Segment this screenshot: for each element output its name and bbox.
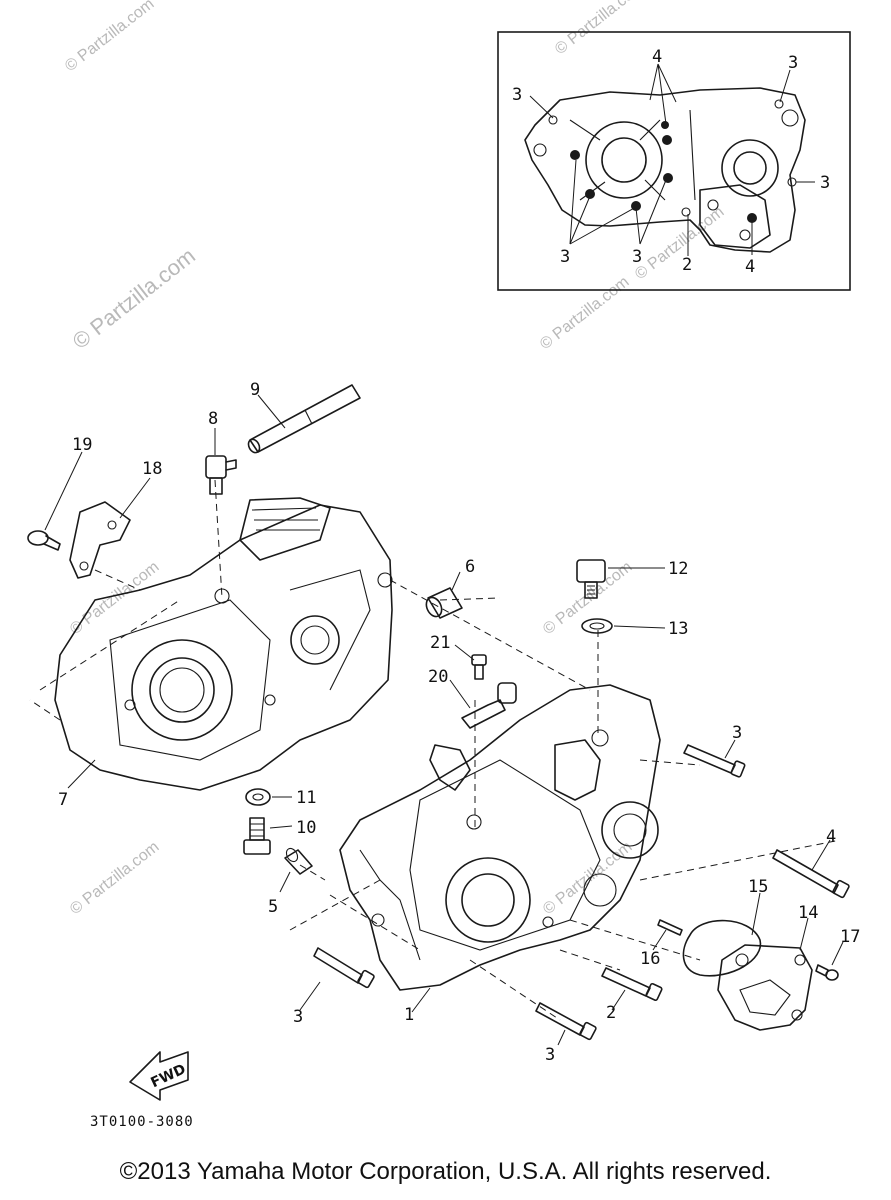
inset-bearing-right: [721, 139, 779, 197]
inset-hole: [781, 109, 799, 127]
part-small-pin: [657, 919, 683, 936]
part-dowel: [284, 847, 313, 875]
inset-callout: 4: [652, 47, 662, 67]
callout: 7: [58, 790, 68, 810]
inset-cover: [699, 184, 771, 249]
inset-bolt: [548, 115, 558, 125]
watermark: © Partzilla.com: [537, 273, 632, 353]
inset-hole: [707, 199, 719, 211]
callout: 6: [465, 557, 475, 577]
inset-callout: 2: [682, 255, 692, 275]
part-small-bolt: [471, 654, 487, 680]
callout: 3: [545, 1045, 555, 1065]
alignment-lines: [29, 479, 841, 1021]
part-bolt-3c: [535, 1002, 597, 1041]
callout: 3: [732, 723, 742, 743]
inset-hole: [533, 143, 547, 157]
callout: 10: [296, 818, 316, 838]
inset-hole: [739, 229, 751, 241]
part-pin: [247, 384, 361, 454]
inset-crankcase: [524, 87, 806, 253]
callout: 8: [208, 409, 218, 429]
inset-bolt: [585, 189, 595, 199]
inset-diagram: 4 3 3 3 3 3 2 4: [497, 31, 851, 291]
callout: 19: [72, 435, 92, 455]
main-diagram: FWD 9 8 19 18 6 12 13 21 20 3 7 11 10 5 …: [27, 380, 860, 1101]
callout: 14: [798, 903, 818, 923]
inset-leaders: [529, 63, 815, 256]
callout: 18: [142, 459, 162, 479]
inset-bolt: [570, 150, 580, 160]
part-screw: [27, 530, 61, 551]
part-cover: [717, 944, 813, 1031]
part-o-ring: [682, 919, 762, 977]
part-sensor: [205, 455, 237, 495]
inset-bolt: [661, 121, 669, 129]
inset-callout: 3: [560, 247, 570, 267]
watermark: © Partzilla.com: [552, 0, 647, 58]
watermark: © Partzilla.com: [67, 838, 162, 918]
part-gasket: [245, 788, 271, 806]
callout: 17: [840, 927, 860, 947]
fwd-arrow-icon: FWD: [129, 1051, 189, 1101]
callout: 1: [404, 1005, 414, 1025]
inset-bolt: [747, 213, 757, 223]
callout: 4: [826, 827, 836, 847]
inset-bolt: [662, 135, 672, 145]
inset-callout: 3: [788, 53, 798, 73]
watermark: © Partzilla.com: [62, 0, 157, 75]
callout: 3: [293, 1007, 303, 1027]
callout: 20: [428, 667, 448, 687]
callout-leaders: [44, 394, 844, 1046]
diagram-code: 3T0100-3080: [90, 1114, 194, 1130]
part-plug: [576, 559, 606, 599]
part-washer: [581, 618, 613, 634]
part-bolt-2: [601, 967, 663, 1002]
part-drain-bolt: [243, 817, 271, 855]
callout: 5: [268, 897, 278, 917]
inset-bolt: [774, 99, 784, 109]
callout: 21: [430, 633, 450, 653]
part-bolt-4: [772, 849, 850, 899]
callout: 9: [250, 380, 260, 400]
watermark: © Partzilla.com: [540, 838, 635, 918]
part-right-crankcase: [339, 684, 661, 991]
copyright-notice: ©2013 Yamaha Motor Corporation, U.S.A. A…: [119, 1158, 772, 1185]
inset-callout: 3: [632, 247, 642, 267]
inset-bearing-left-inner: [601, 137, 647, 183]
part-stay: [461, 682, 517, 729]
inset-bolt: [663, 173, 673, 183]
callout: 16: [640, 949, 660, 969]
inset-frame: [497, 31, 851, 291]
watermark: © Partzilla.com: [67, 558, 162, 638]
inset-callout: 3: [820, 173, 830, 193]
part-bolt-3a: [683, 744, 746, 778]
part-bushing: [425, 587, 463, 619]
inset-bolt: [681, 207, 691, 217]
part-bracket: [69, 501, 131, 579]
callout: 12: [668, 559, 688, 579]
inset-bearing-right-inner: [733, 151, 767, 185]
inset-callout: 4: [745, 257, 755, 277]
watermark: © Partzilla.com: [68, 243, 200, 354]
part-bolt-3b: [313, 947, 375, 989]
inset-callout: 3: [512, 85, 522, 105]
inset-bearing-left: [585, 121, 663, 199]
callout: 2: [606, 1003, 616, 1023]
part-cover-screw: [815, 964, 839, 981]
part-left-crankcase: [54, 497, 393, 791]
callout: 15: [748, 877, 768, 897]
callout: 11: [296, 788, 316, 808]
callout: 13: [668, 619, 688, 639]
